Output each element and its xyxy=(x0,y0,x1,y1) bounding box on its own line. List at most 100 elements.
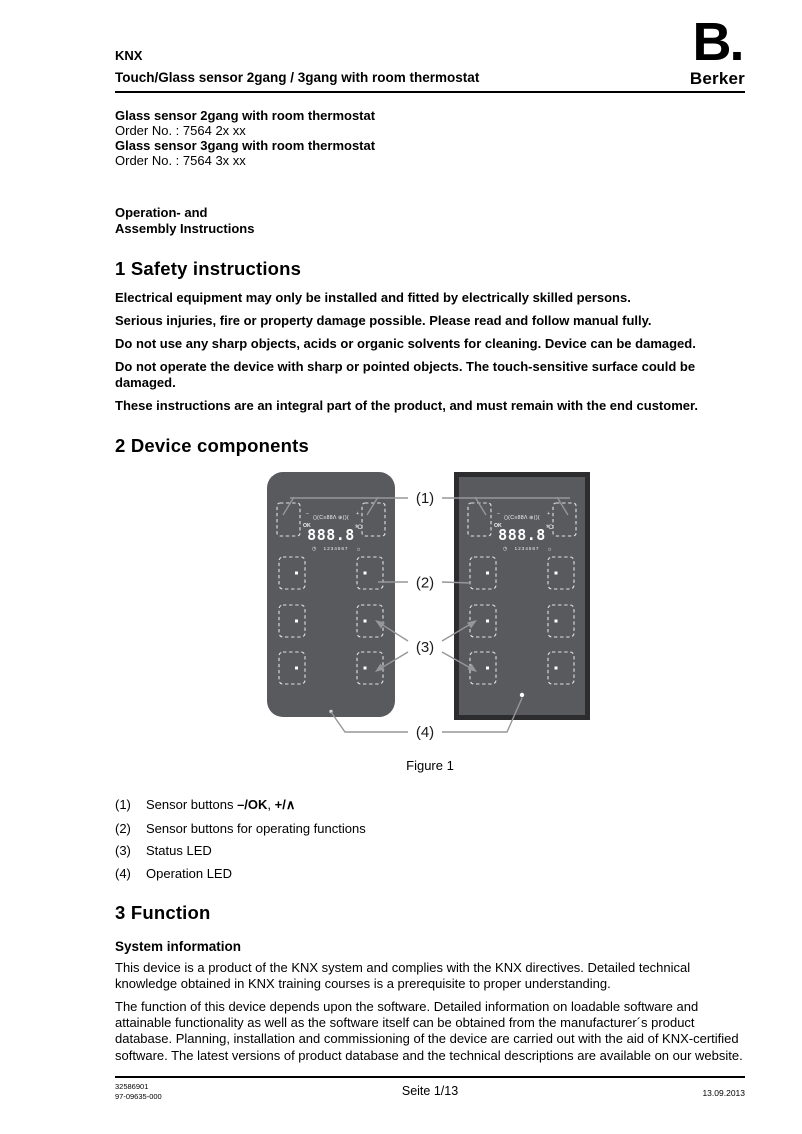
status-led xyxy=(554,619,558,623)
clock-icon: ◷ xyxy=(312,546,317,552)
callout-label-1: (1) xyxy=(416,490,434,507)
section-function: 3 Function System information This devic… xyxy=(115,902,745,1064)
sensor-button xyxy=(278,651,306,685)
sensor-button xyxy=(467,502,492,537)
sun-icon: ☼ xyxy=(547,547,552,553)
function-paragraph: This device is a product of the KNX syst… xyxy=(115,959,691,991)
document-number: 97-09635-000 xyxy=(115,1091,162,1101)
legend-text: Sensor buttons for operating functions xyxy=(146,820,366,836)
sensor-button xyxy=(547,556,575,590)
status-led xyxy=(295,666,298,670)
safety-paragraph: Do not operate the device with sharp or … xyxy=(115,358,696,391)
brand-line: KNX xyxy=(115,48,143,63)
legend-text-bold: –/OK xyxy=(237,797,268,813)
legend-number: (4) xyxy=(115,865,131,881)
lcd-status-icons: ()(C≡88Λ ⊕()( xyxy=(504,515,540,521)
sun-icon: ☼ xyxy=(356,547,361,553)
product-order-no: Order No. : 7564 3x xx xyxy=(115,153,246,169)
document-type: Operation- and Assembly Instructions xyxy=(115,205,745,237)
status-led xyxy=(486,571,489,575)
product-list: Glass sensor 2gang with room thermostat … xyxy=(115,108,745,169)
legend-item: (1) Sensor buttons –/OK, +/∧ xyxy=(115,797,745,813)
status-led xyxy=(363,666,367,670)
sensor-button xyxy=(547,604,575,638)
legend-number: (3) xyxy=(115,843,131,859)
lcd-unit: °C xyxy=(546,524,553,531)
lcd-status-icons: ()(C≡88Λ ⊕()( xyxy=(313,515,349,521)
safety-paragraph: Do not use any sharp objects, acids or o… xyxy=(115,335,696,351)
sensor-button xyxy=(356,651,384,685)
lcd-days: 1234567 xyxy=(324,546,349,552)
legend-text: Operation LED xyxy=(146,865,232,881)
sensor-button xyxy=(469,651,497,685)
section-heading-safety: 1 Safety instructions xyxy=(115,258,302,280)
lcd-temperature: 888.8 xyxy=(498,526,546,544)
page-footer: 32586901 97-09635-000 Seite 1/13 13.09.2… xyxy=(115,1076,745,1102)
status-led xyxy=(486,619,489,623)
document-number: 32586901 xyxy=(115,1082,149,1091)
up-label: ∧ xyxy=(355,524,359,530)
plus-label: + xyxy=(547,511,550,517)
legend-text-bold: +/∧ xyxy=(274,797,296,813)
status-led xyxy=(363,571,367,575)
minus-label: – xyxy=(497,511,500,517)
figure-1: – OK + ∧ ()(C≡88Λ ⊕()( 888.8 °C ◷ 123456… xyxy=(115,469,745,773)
up-label: ∧ xyxy=(546,524,550,530)
section-safety: 1 Safety instructions Electrical equipme… xyxy=(115,258,745,414)
sensor-button xyxy=(547,651,575,685)
operation-led xyxy=(519,692,525,698)
lcd-temperature: 888.8 xyxy=(307,526,355,544)
status-led xyxy=(554,571,558,575)
ok-label: OK xyxy=(494,523,502,529)
lcd-unit: °C xyxy=(355,524,362,531)
document-type-line: Assembly Instructions xyxy=(115,221,255,237)
sensor-button xyxy=(278,556,306,590)
legend-item: (3) Status LED xyxy=(115,843,745,858)
callout-lines xyxy=(282,496,570,733)
section-heading-function: 3 Function xyxy=(115,901,211,923)
status-led xyxy=(554,666,558,670)
sensor-button xyxy=(552,502,577,537)
legend-number: (1) xyxy=(115,797,131,813)
document-title: Touch/Glass sensor 2gang / 3gang with ro… xyxy=(115,69,480,85)
device-figure: – OK + ∧ ()(C≡88Λ ⊕()( 888.8 °C ◷ 123456… xyxy=(267,472,590,741)
product-name: Glass sensor 2gang with room thermostat xyxy=(115,107,376,123)
berker-logo: B. Berker xyxy=(689,15,745,89)
sensor-button xyxy=(276,502,301,537)
minus-label: – xyxy=(306,511,309,517)
legend-text: Sensor buttons –/OK, +/∧ xyxy=(146,797,295,813)
sensor-button xyxy=(361,502,386,537)
sensor-button xyxy=(469,556,497,590)
legend-item: (2) Sensor buttons for operating functio… xyxy=(115,821,745,836)
callout-labels: (1) (2) (3) (4) xyxy=(416,490,434,741)
section-device-components: 2 Device components – OK + ∧ ()(C≡88Λ ⊕(… xyxy=(115,435,745,881)
section-heading-components: 2 Device components xyxy=(115,435,310,457)
sensor-button xyxy=(356,556,384,590)
product-name: Glass sensor 3gang with room thermostat xyxy=(115,137,376,153)
component-legend: (1) Sensor buttons –/OK, +/∧ (2) Sensor … xyxy=(115,797,745,881)
sensor-button xyxy=(469,604,497,638)
legend-number: (2) xyxy=(115,820,131,836)
lcd-days: 1234567 xyxy=(515,546,540,552)
legend-text-part: Sensor buttons xyxy=(146,797,238,813)
callout-label-2: (2) xyxy=(416,575,434,592)
legend-text-part: , xyxy=(267,797,275,813)
status-led xyxy=(295,619,298,623)
berker-logo-text: Berker xyxy=(689,68,745,88)
sensor-button xyxy=(356,604,384,638)
page-content: KNX Touch/Glass sensor 2gang / 3gang wit… xyxy=(115,0,745,1071)
document-numbers: 32586901 97-09635-000 xyxy=(115,1082,745,1102)
status-led xyxy=(486,666,489,670)
page-header: KNX Touch/Glass sensor 2gang / 3gang wit… xyxy=(115,0,745,93)
safety-paragraph: Electrical equipment may only be install… xyxy=(115,290,631,306)
legend-text: Status LED xyxy=(146,843,212,859)
status-led xyxy=(295,571,298,575)
header-rule xyxy=(115,90,745,93)
function-paragraph: The function of this device depends upon… xyxy=(115,999,743,1063)
ok-label: OK xyxy=(303,523,311,529)
glass-sensor-right-illustration: – OK + ∧ ()(C≡88Λ ⊕()( 888.8 °C ◷ 123456… xyxy=(454,472,590,721)
figure-caption: Figure 1 xyxy=(406,758,454,774)
callout-label-4: (4) xyxy=(416,724,434,741)
callout-label-3: (3) xyxy=(416,639,434,656)
document-date: 13.09.2013 xyxy=(702,1088,745,1098)
